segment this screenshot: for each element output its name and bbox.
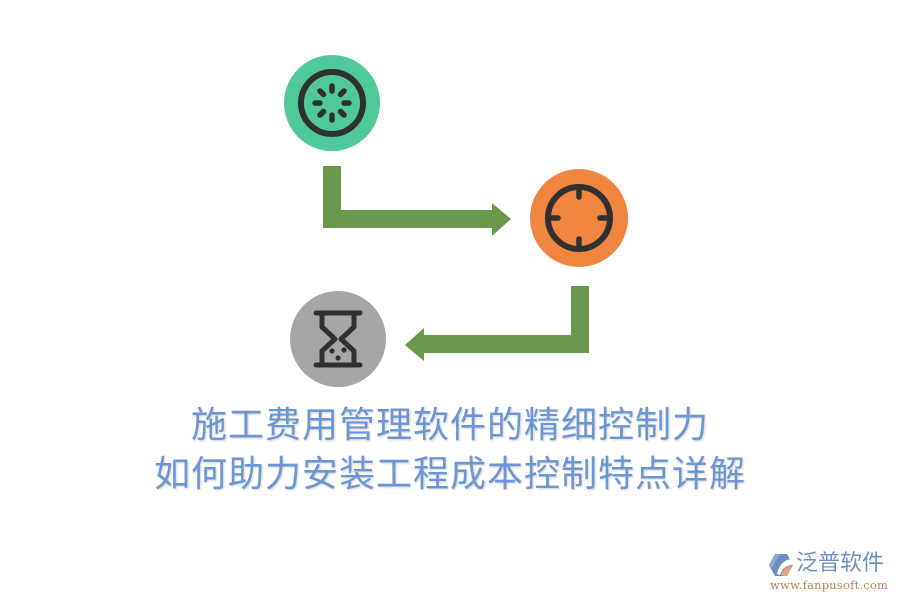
node-time [290, 291, 386, 387]
arrow-target-to-time [405, 286, 589, 361]
hourglass-icon [313, 310, 363, 368]
brand-logo: 泛普软件 www.fanpusoft.com [768, 551, 896, 596]
brand-name: 泛普软件 [796, 551, 885, 576]
node-start [284, 55, 380, 151]
loading-spinner-icon [298, 69, 366, 137]
title-line-2: 如何助力安装工程成本控制特点详解 [153, 454, 746, 495]
node-target [530, 169, 628, 267]
arrow-start-to-target [323, 166, 511, 236]
brand-url: www.fanpusoft.com [770, 578, 889, 592]
brand-logo-mark-icon [769, 554, 793, 576]
title-line-1: 施工费用管理软件的精细控制力 [190, 405, 709, 446]
crosshair-target-icon [545, 184, 613, 252]
